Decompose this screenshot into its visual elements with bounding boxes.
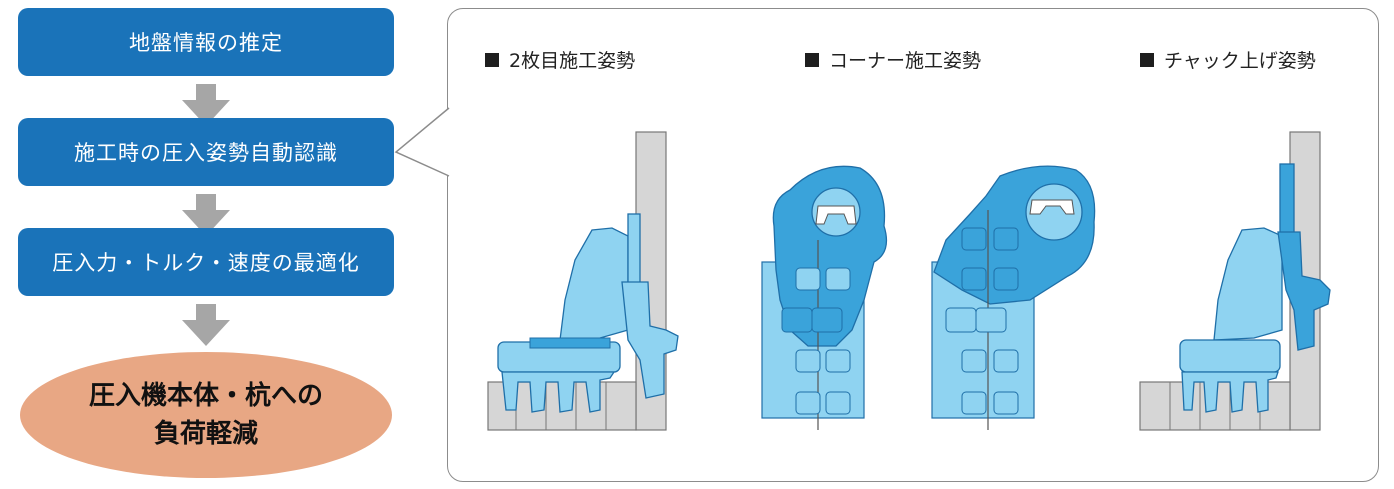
caption-corner: コーナー施工姿勢 [805,46,981,73]
step-ground-info-label: 地盤情報の推定 [129,31,283,55]
step-posture-recognition-label: 施工時の圧入姿勢自動認識 [74,141,338,165]
goal-line-1: 圧入機本体・杭への [88,381,323,411]
caption-chuck-up: チャック上げ姿勢 [1140,46,1316,73]
square-bullet-icon [1140,52,1154,67]
caption-second-pile: 2枚目施工姿勢 [485,46,635,73]
goal-line-2: 負荷軽減 [153,419,258,449]
down-arrow-icon [182,194,230,236]
illustration-second-pile [487,131,679,431]
illustration-corner-left [761,165,888,430]
square-bullet-icon [485,52,499,67]
illustration-corner-right [931,165,1096,430]
down-arrow-icon [182,304,230,346]
step-optimization: 圧入力・トルク・速度の最適化 [18,228,394,296]
caption-second-pile-label: 2枚目施工姿勢 [509,50,636,72]
step-optimization-label: 圧入力・トルク・速度の最適化 [52,251,360,275]
illustration-chuck-up [1139,131,1331,431]
step-ground-info: 地盤情報の推定 [18,8,394,76]
step-posture-recognition: 施工時の圧入姿勢自動認識 [18,118,394,186]
caption-corner-label: コーナー施工姿勢 [829,50,982,72]
caption-chuck-up-label: チャック上げ姿勢 [1164,50,1316,72]
goal-load-reduction: 圧入機本体・杭への 負荷軽減 [20,352,392,478]
square-bullet-icon [805,52,819,67]
down-arrow-icon [182,84,230,126]
